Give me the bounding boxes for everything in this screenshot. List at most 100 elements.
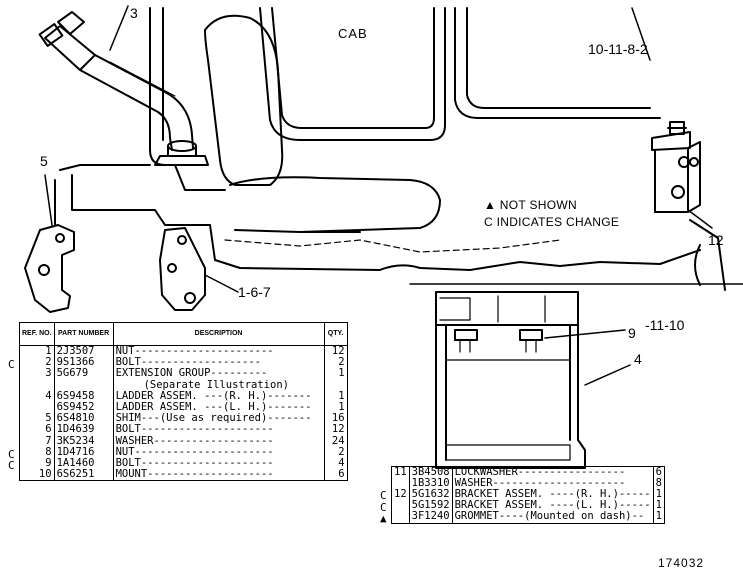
qty-cell: 2 [324,356,348,369]
ref-no-cell [391,511,410,524]
ref-no-cell: 12 [391,488,410,501]
change-flag: ▲ [380,511,387,525]
change-flag: C [8,358,15,372]
ref-no-cell [19,379,55,391]
qty-cell [324,379,348,391]
qty-cell: 2 [324,446,348,459]
callout-9: 9 [628,325,636,341]
part-number-cell: 1B3310 [409,477,453,489]
description-cell: GROMMET----(Mounted on dash)-- [452,511,654,524]
ref-no-cell: 2 [19,356,55,369]
ref-no-cell: 1 [19,345,55,358]
change-flag: C [8,459,15,472]
description-cell: LOCKWASHER----------------- [452,465,654,478]
note-indicates-change: C INDICATES CHANGE [484,215,620,229]
part-number-cell: 1A1460 [54,457,114,470]
ref-no-cell: 10 [19,469,55,482]
description-cell: NUT---------------------- [113,345,325,358]
description-cell: LADDER ASSEM. ---(L. H.)------- [113,401,325,414]
description-cell: BRACKET ASSEM. ----(R. H.)----- [452,488,654,501]
ref-no-cell [19,402,55,414]
part-number-cell: 1D4716 [54,446,114,459]
qty-cell: 1 [324,401,348,414]
description-cell: WASHER--------------------- [452,477,654,489]
qty-cell: 1 [324,368,348,380]
change-flag: C [380,489,387,503]
ref-no-cell [391,500,410,512]
callout-4: 4 [634,351,642,367]
qty-cell: 24 [324,435,348,447]
ladder-assembly [435,291,631,469]
cab-floor-frame [54,164,743,291]
callout-11-10: -11-10 [645,317,685,333]
operator-seat [204,14,441,233]
ref-no-cell: 9 [19,457,55,470]
description-cell: BOLT--------------------- [113,424,325,436]
qty-cell: 12 [324,345,348,358]
part-number-cell: 6S9458 [54,390,114,403]
extension-group-pipe [38,5,209,166]
part-number-cell: 9S1366 [54,356,114,369]
table-row: (Separate Illustration) [19,379,348,391]
description-cell: WASHER------------------- [113,435,325,447]
part-number-cell: 5G1592 [409,499,453,512]
ref-no-cell: 4 [19,390,55,403]
qty-cell: 12 [324,424,348,436]
description-cell: NUT---------------------- [113,446,325,459]
callout-1-6-7: 1-6-7 [238,284,271,300]
description-cell: SHIM---(Use as required)------- [113,413,325,425]
qty-cell: 4 [324,457,348,470]
qty-cell: 1 [653,499,665,512]
part-number-cell: 1D4639 [54,424,114,436]
change-flag: C [8,447,15,461]
cab-window-frames [149,7,661,166]
description-cell: (Separate Illustration) [113,379,325,391]
header-part-number: PART NUMBER [53,322,114,346]
part-number-cell: 6S4810 [54,413,114,425]
qty-cell: 1 [653,488,665,501]
part-number-cell [54,379,114,391]
qty-cell: 16 [324,413,348,425]
ref-no-cell: 11 [391,465,410,478]
bracket-assembly [651,121,713,229]
callout-5: 5 [40,153,48,169]
description-cell: MOUNT-------------------- [113,469,325,482]
change-flag: C [380,500,387,514]
table-header-row: REF. NO. PART NUMBER DESCRIPTION QTY. [19,322,348,346]
part-number-cell: 5G1632 [409,488,453,501]
qty-cell: 6 [653,465,665,478]
cab-label: CAB [338,26,368,41]
ref-no-cell: 5 [19,413,55,425]
part-number-cell: 3F1240 [409,511,453,524]
mount-plates [24,174,239,313]
qty-cell: 1 [653,511,665,524]
description-cell: EXTENSION GROUP--------- [113,368,325,380]
callout-3: 3 [130,5,138,21]
part-number-cell: 6S6251 [54,469,114,482]
description-cell: BOLT------------------- [113,356,325,369]
header-ref-no: REF. NO. [19,322,55,346]
callout-12: 12 [708,232,724,248]
part-number-cell: 3K5234 [54,435,114,447]
header-qty: QTY. [323,322,348,346]
ref-no-cell: 7 [19,435,55,447]
part-number-cell: 5G679 [54,368,114,380]
part-number-cell: 6S9452 [54,401,114,414]
